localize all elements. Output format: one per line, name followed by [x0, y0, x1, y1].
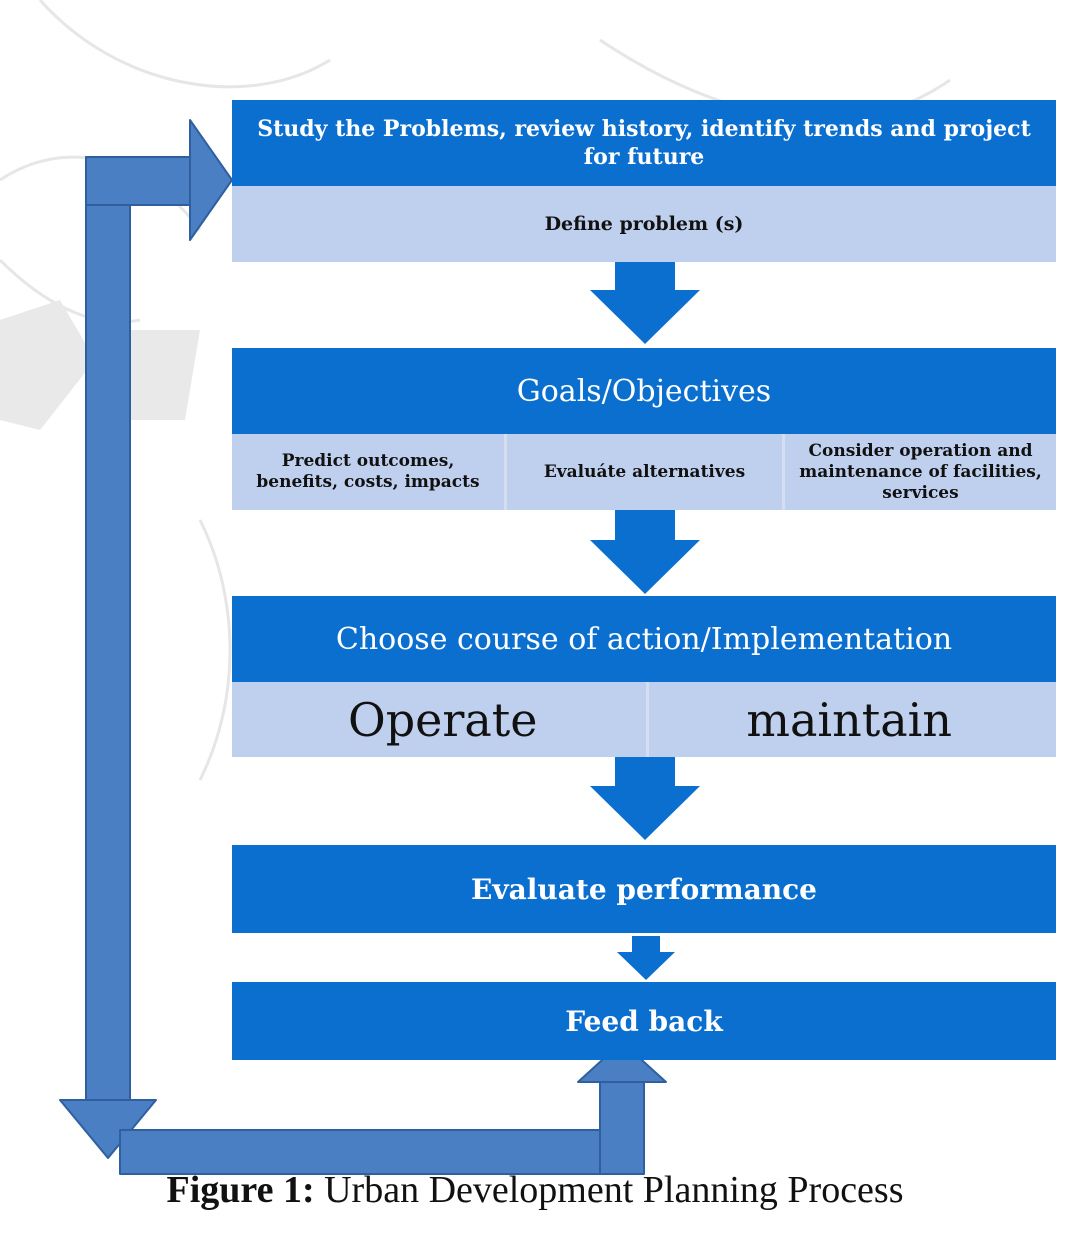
maintain-text: maintain	[746, 692, 952, 747]
evaluate-performance-text: Evaluate performance	[471, 872, 817, 906]
evaluate-performance-box: Evaluate performance	[232, 845, 1056, 933]
define-problem-text: Define problem (s)	[544, 213, 744, 235]
choose-course-text: Choose course of action/Implementation	[335, 621, 953, 657]
divider	[504, 434, 507, 510]
evaluate-alternatives-box: Evaluáte alternatives	[507, 434, 782, 510]
consider-operation-box: Consider operation and maintenance of fa…	[785, 434, 1056, 510]
predict-outcomes-text: Predict outcomes, benefits, costs, impac…	[256, 451, 480, 492]
down-arrow-4	[617, 936, 675, 980]
predict-outcomes-box: Predict outcomes, benefits, costs, impac…	[232, 434, 504, 510]
goals-objectives-box: Goals/Objectives	[232, 348, 1056, 434]
goals-objectives-text: Goals/Objectives	[516, 373, 772, 409]
down-arrow-1	[590, 262, 700, 344]
maintain-box: maintain	[649, 682, 1056, 757]
define-problem-box: Define problem (s)	[232, 186, 1056, 262]
figure-caption: Figure 1: Urban Development Planning Pro…	[0, 1168, 1070, 1212]
feedback-box: Feed back	[232, 982, 1056, 1060]
study-problems-box: Study the Problems, review history, iden…	[232, 100, 1056, 186]
figure-title: Urban Development Planning Process	[324, 1169, 904, 1211]
figure-label: Figure 1:	[166, 1169, 315, 1211]
down-arrow-3	[590, 757, 700, 840]
feedback-text: Feed back	[565, 1004, 723, 1038]
operate-text: Operate	[348, 692, 538, 747]
operate-box: Operate	[232, 682, 646, 757]
evaluate-alternatives-text: Evaluáte alternatives	[543, 462, 746, 482]
down-arrow-2	[590, 510, 700, 594]
choose-course-box: Choose course of action/Implementation	[232, 596, 1056, 682]
consider-operation-text: Consider operation and maintenance of fa…	[799, 440, 1042, 503]
study-problems-text: Study the Problems, review history, iden…	[257, 116, 1031, 170]
divider	[646, 682, 649, 757]
divider	[782, 434, 785, 510]
